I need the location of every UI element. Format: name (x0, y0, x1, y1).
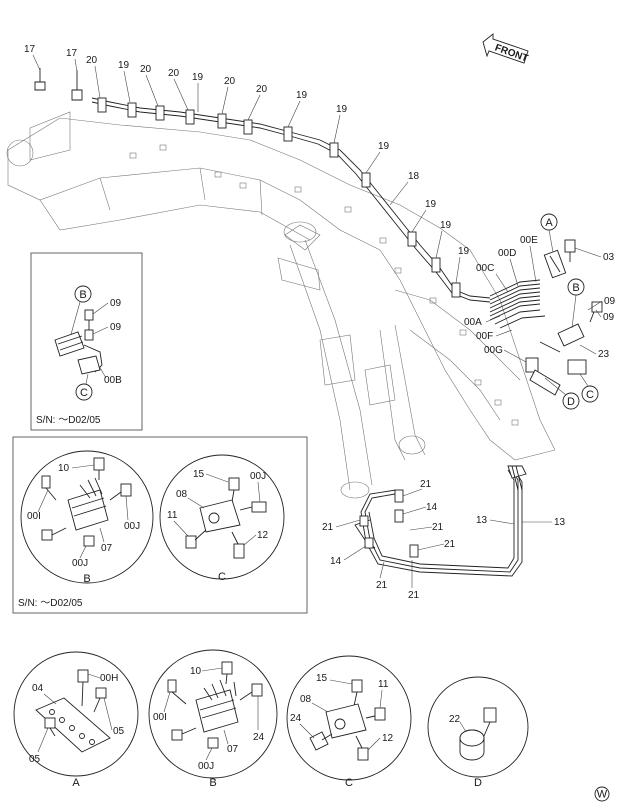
callout-12-bottom: 12 (382, 733, 394, 744)
callout-21c: 21 (444, 539, 456, 550)
callout-22: 22 (449, 714, 461, 725)
inset-mid-b-parts (41, 457, 132, 547)
watermark: W (594, 786, 610, 802)
callout-20a: 20 (86, 55, 98, 66)
detail-circle-a: 04 00H 05 05 A (13, 651, 139, 789)
callout-00i-mid: 00I (27, 511, 41, 522)
bolt-17 (34, 68, 83, 101)
callout-00d: 00D (498, 248, 516, 259)
callout-21e: 21 (376, 580, 388, 591)
callout-21a: 21 (420, 479, 432, 490)
circle-label-b-mid: B (83, 573, 90, 585)
callout-00j-mid-b: 00J (72, 558, 88, 569)
callout-20e: 20 (256, 84, 268, 95)
callout-08-mid: 08 (176, 489, 188, 500)
callout-00e: 00E (520, 235, 538, 246)
callout-12-mid: 12 (257, 530, 269, 541)
inset-mid-panel: 10 00I 00J 07 00J B 15 00J 08 11 (12, 436, 308, 614)
inset-mid-c-parts (185, 477, 267, 559)
callout-00j-mid-a: 00J (124, 521, 140, 532)
callout-13b: 13 (554, 517, 566, 528)
callout-10-bottom: 10 (190, 666, 202, 677)
callout-00f: 00F (476, 331, 493, 342)
circle-letter-b-inset: B (79, 289, 86, 301)
lower-hose-13: 21 14 21 21 21 14 21 21 13 13 (322, 465, 566, 601)
callout-21d: 21 (322, 522, 334, 533)
detail-circle-c: 15 11 08 24 12 C (286, 655, 412, 789)
callout-00j-bottom: 00J (198, 761, 214, 772)
boom-assembly (6, 111, 556, 499)
callout-21b: 21 (432, 522, 444, 533)
circle-label-a-bottom: A (72, 777, 80, 789)
callout-07-bottom: 07 (227, 744, 239, 755)
callout-20d: 20 (224, 76, 236, 87)
callout-23: 23 (598, 349, 610, 360)
callout-11-bottom: 11 (378, 679, 389, 690)
callout-19g: 19 (440, 220, 452, 231)
callout-17a: 17 (24, 44, 36, 55)
callout-15-bottom: 15 (316, 673, 328, 684)
callout-20b: 20 (140, 64, 152, 75)
callout-14b: 14 (330, 556, 342, 567)
circle-letter-c-main: C (586, 389, 594, 401)
callout-04: 04 (32, 683, 44, 694)
callout-00c: 00C (476, 263, 494, 274)
boom-connector-callouts: A 03 00E 00D 00C B 09 09 00A 00F 00G 23 … (464, 213, 616, 410)
callout-09b: 09 (603, 312, 615, 323)
callout-19c: 19 (296, 90, 308, 101)
callout-00j-mid-c: 00J (250, 471, 266, 482)
circle-label-b-bottom: B (209, 777, 216, 789)
inset-top-serial: S/N: ～D02/05 (36, 415, 101, 426)
circle-letter-a-main: A (545, 217, 553, 229)
callout-11-mid: 11 (167, 510, 178, 521)
detail-circle-d: 22 D (427, 676, 529, 789)
callout-00g: 00G (484, 345, 503, 356)
callout-00b: 00B (104, 375, 122, 386)
callout-24-b: 24 (253, 732, 265, 743)
watermark-letter: W (597, 789, 608, 801)
callout-21f: 21 (408, 590, 420, 601)
callout-17b: 17 (66, 48, 78, 59)
callout-19b: 19 (192, 72, 204, 83)
circle-letter-d-main: D (567, 396, 575, 408)
callout-08-bottom: 08 (300, 694, 312, 705)
callout-05b: 05 (29, 754, 41, 765)
callout-00i-bottom: 00I (153, 712, 167, 723)
callout-10-mid: 10 (58, 463, 70, 474)
callout-05a: 05 (113, 726, 125, 737)
circle-letter-c-inset: C (80, 387, 88, 399)
callout-19a: 19 (118, 60, 130, 71)
callout-19f: 19 (425, 199, 437, 210)
inset-top-panel: B C 09 09 00B S/N: ～D02/05 (30, 252, 143, 431)
boom-connector-block (489, 239, 603, 396)
callout-00h: 00H (100, 673, 118, 684)
callout-07-mid: 07 (101, 543, 113, 554)
circle-letter-b-main: B (572, 282, 579, 294)
callout-09-inset-a: 09 (110, 298, 122, 309)
callout-19h: 19 (458, 246, 470, 257)
callout-03: 03 (603, 252, 615, 263)
callout-19d: 19 (336, 104, 348, 115)
detail-circle-b: 10 00I 24 07 00J B (148, 649, 278, 789)
callout-19e: 19 (378, 141, 390, 152)
circle-label-c-bottom: C (345, 777, 353, 789)
front-arrow: FRONT (482, 33, 529, 65)
callout-15-mid: 15 (193, 469, 205, 480)
main-callouts: 17 17 20 19 20 20 19 20 20 19 19 19 18 1… (24, 44, 470, 284)
callout-13a: 13 (476, 515, 488, 526)
circle-label-c-mid: C (218, 571, 226, 583)
inset-mid-serial: S/N: ～D02/05 (18, 598, 83, 609)
callout-00a: 00A (464, 317, 482, 328)
callout-18: 18 (408, 171, 420, 182)
callout-20c: 20 (168, 68, 180, 79)
callout-14a: 14 (426, 502, 438, 513)
circle-label-d-bottom: D (474, 777, 482, 789)
callout-24-c: 24 (290, 713, 302, 724)
callout-09a: 09 (604, 296, 616, 307)
callout-09-inset-b: 09 (110, 322, 122, 333)
